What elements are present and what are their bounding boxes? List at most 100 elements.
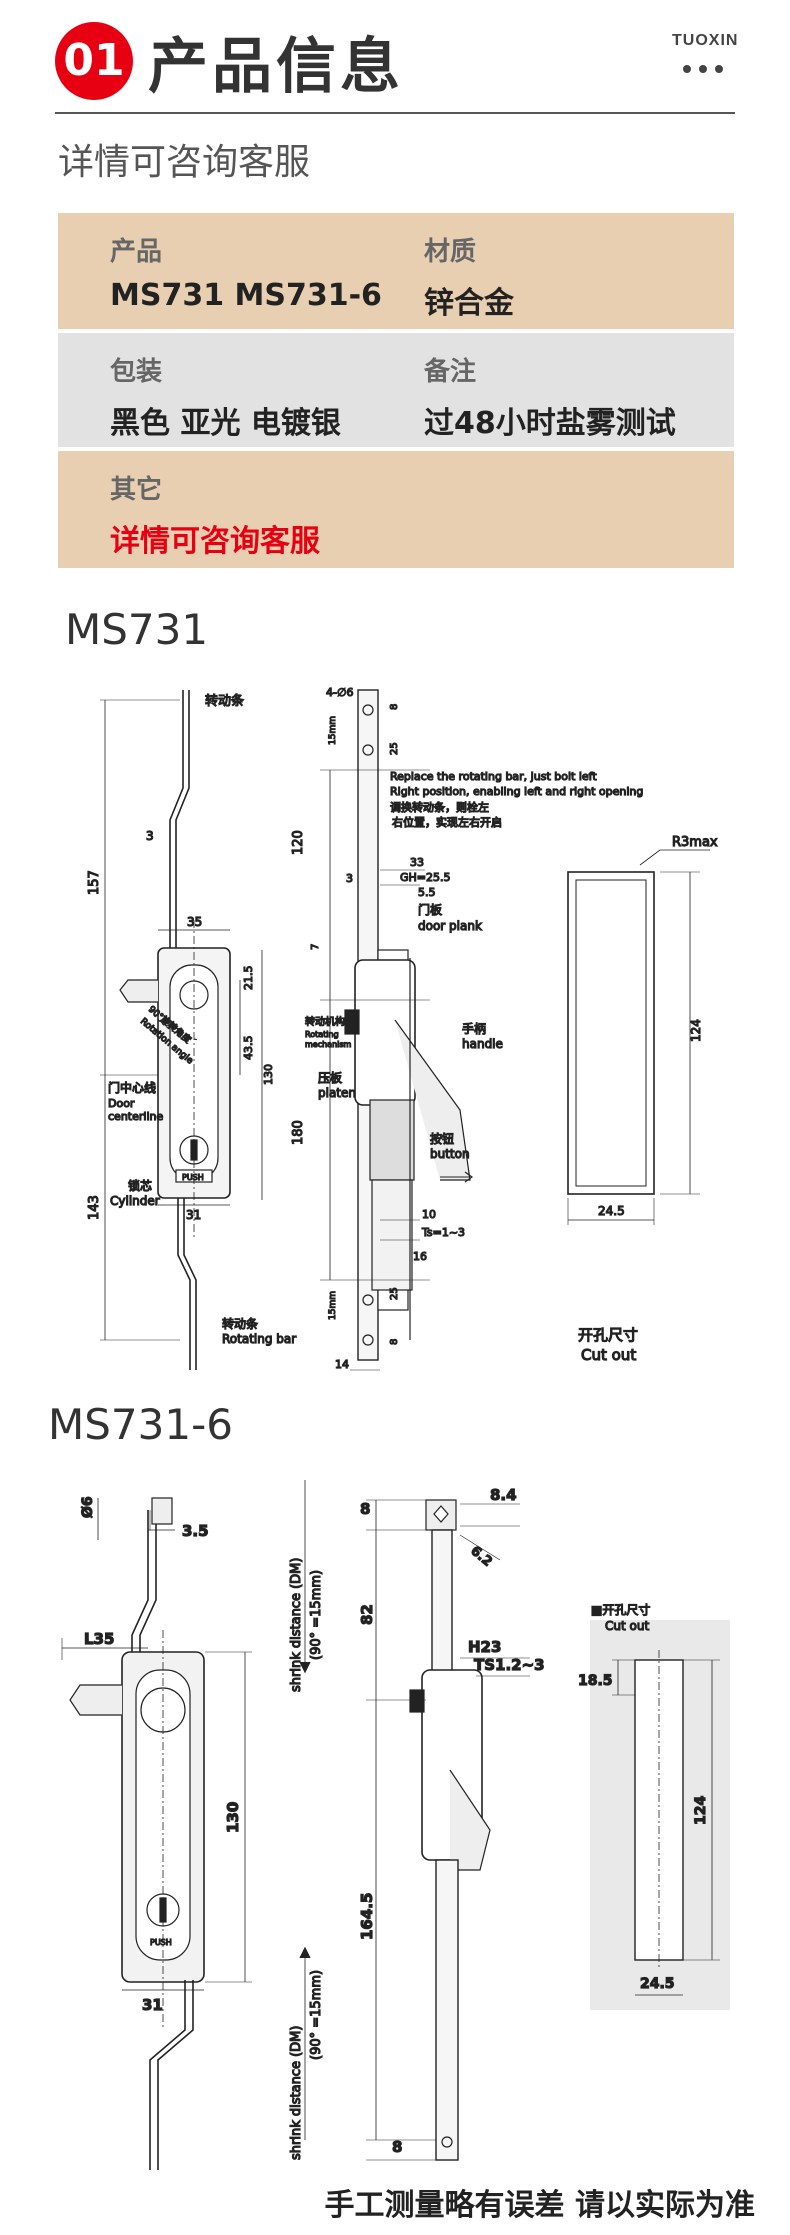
dim-15mm-bottom: 15mm xyxy=(328,1291,338,1320)
note-en-1: Replace the rotating bar, just bolt left xyxy=(390,770,597,783)
footer-text: 手工测量略有误差 请以实际为准 xyxy=(324,2188,755,2223)
label-angle-top: (90° =15mm) xyxy=(309,1570,324,1660)
info-label: 产品 xyxy=(110,237,163,267)
label-rotating-bar-bottom-en: Rotating bar xyxy=(222,1332,296,1346)
subtitle: 详情可咨询客服 xyxy=(58,142,311,183)
label-shrink-top: shrink distance (DM) xyxy=(289,1558,304,1692)
dim-15mm-top: 15mm xyxy=(328,716,338,745)
info-label: 包装 xyxy=(110,357,163,387)
ms731-drawing: 转动条 3 35 21.5 43.5 130 157 143 31 90°旋转角… xyxy=(86,685,719,1371)
info-value-highlight: 详情可咨询客服 xyxy=(110,524,320,559)
info-row-product: 产品 MS731 MS731-6 材质 锌合金 xyxy=(58,213,734,329)
info-value: 黑色 亚光 电镀银 xyxy=(110,406,341,441)
label-door-plank-en: door plank xyxy=(418,919,482,933)
label-cutout-en-b: Cut out xyxy=(605,1619,649,1633)
dim-ts: Ts=1~3 xyxy=(421,1226,465,1239)
dim-ts-b: TS1.2~3 xyxy=(474,1656,545,1674)
dim-124: 124 xyxy=(689,1019,703,1042)
label-cutout-en: Cut out xyxy=(581,1346,636,1364)
label-handle-cn: 手柄 xyxy=(462,1022,486,1036)
dim-h23: H23 xyxy=(468,1638,501,1656)
dim-25-bottom: 25 xyxy=(389,1287,400,1300)
dim-16: 16 xyxy=(413,1250,427,1263)
dim-120: 120 xyxy=(291,830,306,855)
info-value: 过48小时盐雾测试 xyxy=(424,406,676,441)
dim-124-b: 124 xyxy=(693,1796,709,1825)
label-platen-en: platen xyxy=(318,1086,356,1100)
label-cylinder-cn: 锁芯 xyxy=(128,1178,152,1193)
dim-4-holes: 4-∅6 xyxy=(326,686,354,699)
info-row-other: 其它 详情可咨询客服 xyxy=(58,451,734,568)
info-label: 其它 xyxy=(110,475,163,505)
dim-3-5: 3.5 xyxy=(182,1522,209,1540)
dim-35: 35 xyxy=(187,915,202,929)
note-en-2: Right position, enabling left and right … xyxy=(390,785,643,798)
dim-18-5: 18.5 xyxy=(578,1673,613,1689)
ms731-title: MS731 xyxy=(65,605,209,654)
dim-l35: L35 xyxy=(84,1630,114,1648)
ms731-cutout: R3max 124 24.5 开孔尺寸 Cut out xyxy=(567,834,719,1365)
ms731-6-title: MS731-6 xyxy=(48,1400,233,1449)
label-push: PUSH xyxy=(182,1173,204,1182)
info-label: 材质 xyxy=(424,237,477,267)
info-cell-packaging: 包装 黑色 亚光 电镀银 xyxy=(110,351,341,442)
dim-8-top-b: 8 xyxy=(360,1500,370,1518)
label-rotating-bar-top: 转动条 xyxy=(205,693,244,709)
label-door-center-cn: 门中心线 xyxy=(108,1080,156,1095)
dim-8-bottom-b: 8 xyxy=(392,2138,402,2156)
label-angle-bottom: (90° =15mm) xyxy=(309,1970,324,2060)
dots-decoration xyxy=(683,58,731,77)
label-rotating-bar-bottom-cn: 转动条 xyxy=(222,1316,258,1331)
ms731-front-view xyxy=(100,690,263,1370)
label-door-plank-cn: 门板 xyxy=(418,902,442,917)
ms731-6-drawing: Ø6 3.5 L35 130 31 PUSH 8 8.4 6.2 8 xyxy=(61,1480,730,2170)
label-r3max: R3max xyxy=(672,835,718,850)
footer-note: 手工测量略有误差 请以实际为准 xyxy=(0,2180,790,2224)
dim-43-5: 43.5 xyxy=(242,1036,255,1061)
info-row-packaging: 包装 黑色 亚光 电镀银 备注 过48小时盐雾测试 xyxy=(58,333,734,447)
dim-130: 130 xyxy=(262,1064,275,1085)
dim-157: 157 xyxy=(87,870,102,895)
label-handle-en: handle xyxy=(462,1037,503,1051)
dim-25-top: 25 xyxy=(389,742,400,755)
ms731-side-view xyxy=(320,689,474,1371)
dim-143: 143 xyxy=(87,1195,102,1220)
label-platen-cn: 压板 xyxy=(318,1071,342,1085)
label-cutout-cn-b: ■开孔尺寸 xyxy=(591,1603,650,1617)
dim-8-bottom: 8 xyxy=(389,1339,400,1345)
dim-31-b: 31 xyxy=(142,1996,163,2014)
dim-phi6: Ø6 xyxy=(80,1496,96,1518)
info-cell-remarks: 备注 过48小时盐雾测试 xyxy=(424,351,676,442)
section-number-badge: 01 xyxy=(55,22,133,100)
dim-24-5: 24.5 xyxy=(598,1204,625,1218)
dim-8-top: 8 xyxy=(389,704,400,710)
label-button-cn: 按钮 xyxy=(430,1131,454,1146)
label-push-b: PUSH xyxy=(150,1938,172,1947)
dim-7: 7 xyxy=(310,944,321,950)
dim-33: 33 xyxy=(410,856,424,869)
dim-14: 14 xyxy=(335,1358,349,1371)
dim-3-side: 3 xyxy=(346,872,353,885)
dim-10: 10 xyxy=(422,1208,436,1221)
label-mechanism-cn: 转动机构 xyxy=(305,1015,345,1028)
brand-name: TUOXIN xyxy=(672,32,739,49)
page-header: 01 产品信息 TUOXIN xyxy=(0,0,790,120)
dim-164-5: 164.5 xyxy=(358,1893,376,1940)
info-cell-material: 材质 锌合金 xyxy=(424,231,514,322)
info-label: 备注 xyxy=(424,357,477,387)
info-cell-product: 产品 MS731 MS731-6 xyxy=(110,231,382,313)
dim-31: 31 xyxy=(186,1208,201,1222)
dim-8-4: 8.4 xyxy=(490,1486,517,1504)
dim-5-5: 5.5 xyxy=(418,886,436,899)
label-button-en: button xyxy=(430,1147,470,1161)
dim-130-b: 130 xyxy=(224,1802,242,1833)
dim-6-2: 6.2 xyxy=(467,1544,494,1570)
label-cutout-cn: 开孔尺寸 xyxy=(578,1326,638,1344)
ms731-6-front-view: Ø6 3.5 L35 130 31 PUSH xyxy=(61,1496,252,2170)
dim-82: 82 xyxy=(358,1604,376,1625)
dim-21-5: 21.5 xyxy=(242,966,255,991)
label-door-center-en1: Door xyxy=(108,1097,135,1110)
note-cn-2: 右位置，实现左右开启 xyxy=(392,815,502,829)
info-value: 锌合金 xyxy=(424,286,514,321)
label-mechanism-en1: Rotating xyxy=(305,1030,339,1039)
